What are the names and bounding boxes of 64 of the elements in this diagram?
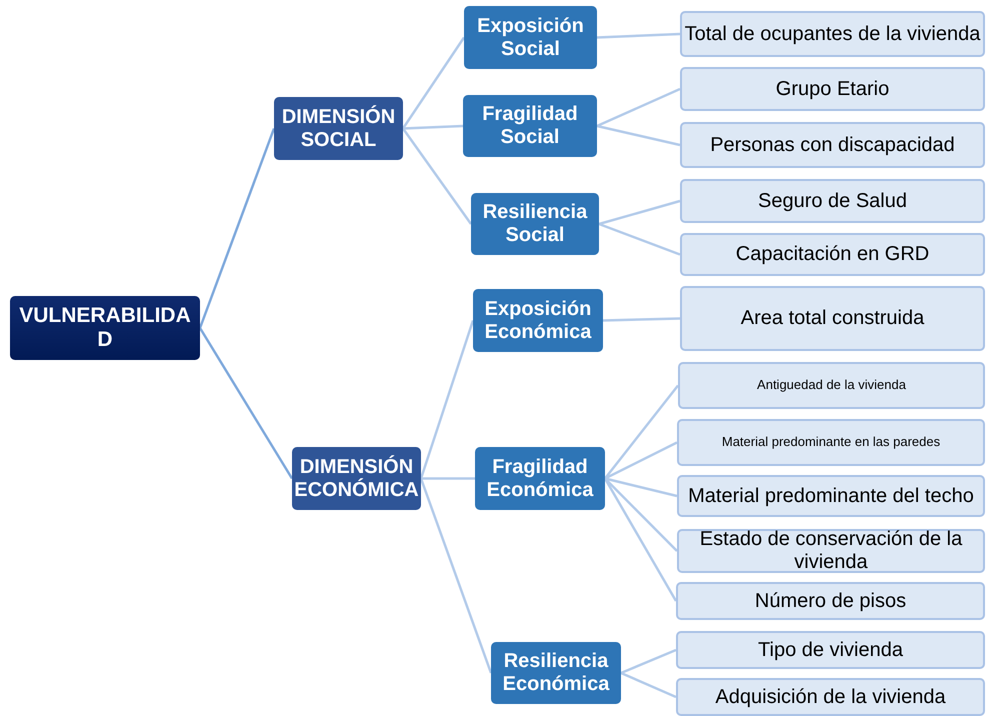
node-label: Capacitación en GRD bbox=[736, 243, 930, 266]
category-box bbox=[463, 95, 597, 157]
connector-line bbox=[596, 88, 680, 128]
connector-line bbox=[596, 124, 680, 146]
connector-line bbox=[421, 477, 475, 480]
connector-line bbox=[604, 477, 678, 498]
node-label: Fragilidad Social bbox=[481, 103, 579, 149]
node-label: Resiliencia Social bbox=[482, 201, 588, 247]
node-label: Material predominante del techo bbox=[688, 484, 974, 508]
node-label: Resiliencia Económica bbox=[502, 650, 610, 696]
node-label: VULNERABILIDAD bbox=[19, 304, 191, 352]
category-box bbox=[464, 6, 597, 69]
node-label: Seguro de Salud bbox=[758, 190, 907, 212]
node-label: Exposición Social bbox=[476, 14, 585, 60]
category-box bbox=[473, 289, 603, 352]
dimension-box bbox=[274, 97, 403, 160]
connector-line bbox=[402, 36, 466, 130]
node-label: Total de ocupantes de la vivienda bbox=[684, 22, 980, 46]
node-label: Grupo Etario bbox=[776, 78, 890, 100]
category-box bbox=[471, 193, 599, 255]
node-label: Fragilidad Económica bbox=[486, 456, 594, 502]
indicator-box bbox=[677, 475, 985, 517]
indicator-box bbox=[680, 122, 985, 168]
connector-line bbox=[604, 441, 678, 480]
connector-line bbox=[420, 320, 474, 479]
connector-line bbox=[402, 124, 464, 130]
connector-line bbox=[620, 648, 676, 674]
connector-line bbox=[604, 384, 679, 480]
connector-line bbox=[198, 128, 276, 328]
connector-line bbox=[402, 128, 472, 225]
node-label: DIMENSIÓN ECONÓMICA bbox=[293, 456, 420, 502]
node-label: DIMENSIÓN SOCIAL bbox=[280, 106, 396, 152]
indicator-box bbox=[680, 286, 985, 351]
indicator-box bbox=[680, 67, 985, 111]
indicator-box bbox=[677, 529, 985, 573]
connector-line bbox=[604, 478, 678, 602]
indicator-box bbox=[677, 419, 985, 466]
node-label: Adquisición de la vivienda bbox=[715, 686, 946, 708]
connector-line bbox=[596, 32, 680, 39]
indicator-box bbox=[676, 631, 985, 669]
indicator-box bbox=[680, 179, 985, 223]
connector-line bbox=[598, 200, 680, 226]
node-label: Exposición Económica bbox=[484, 298, 592, 344]
indicator-box bbox=[678, 362, 985, 409]
indicator-box bbox=[680, 233, 985, 276]
category-box bbox=[491, 642, 621, 704]
node-label: Tipo de vivienda bbox=[758, 638, 903, 662]
root-box bbox=[10, 296, 200, 360]
dimension-box bbox=[292, 447, 421, 510]
connector-line bbox=[598, 222, 680, 256]
node-label: Número de pisos bbox=[754, 590, 906, 612]
connector-line bbox=[602, 317, 680, 322]
indicator-box bbox=[676, 582, 985, 620]
category-box bbox=[475, 447, 605, 510]
node-label: Material predominante en las paredes bbox=[722, 435, 940, 450]
connector-line bbox=[620, 672, 676, 698]
indicator-box bbox=[676, 678, 985, 716]
node-label: Estado de conservación de la vivienda bbox=[698, 528, 964, 574]
node-label: Antiguedad de la vivienda bbox=[757, 378, 906, 393]
node-label: Personas con discapacidad bbox=[710, 134, 955, 156]
connector-line bbox=[420, 478, 492, 674]
indicator-box bbox=[680, 11, 985, 57]
node-label: Area total construida bbox=[740, 307, 924, 330]
connector-line bbox=[198, 327, 294, 480]
